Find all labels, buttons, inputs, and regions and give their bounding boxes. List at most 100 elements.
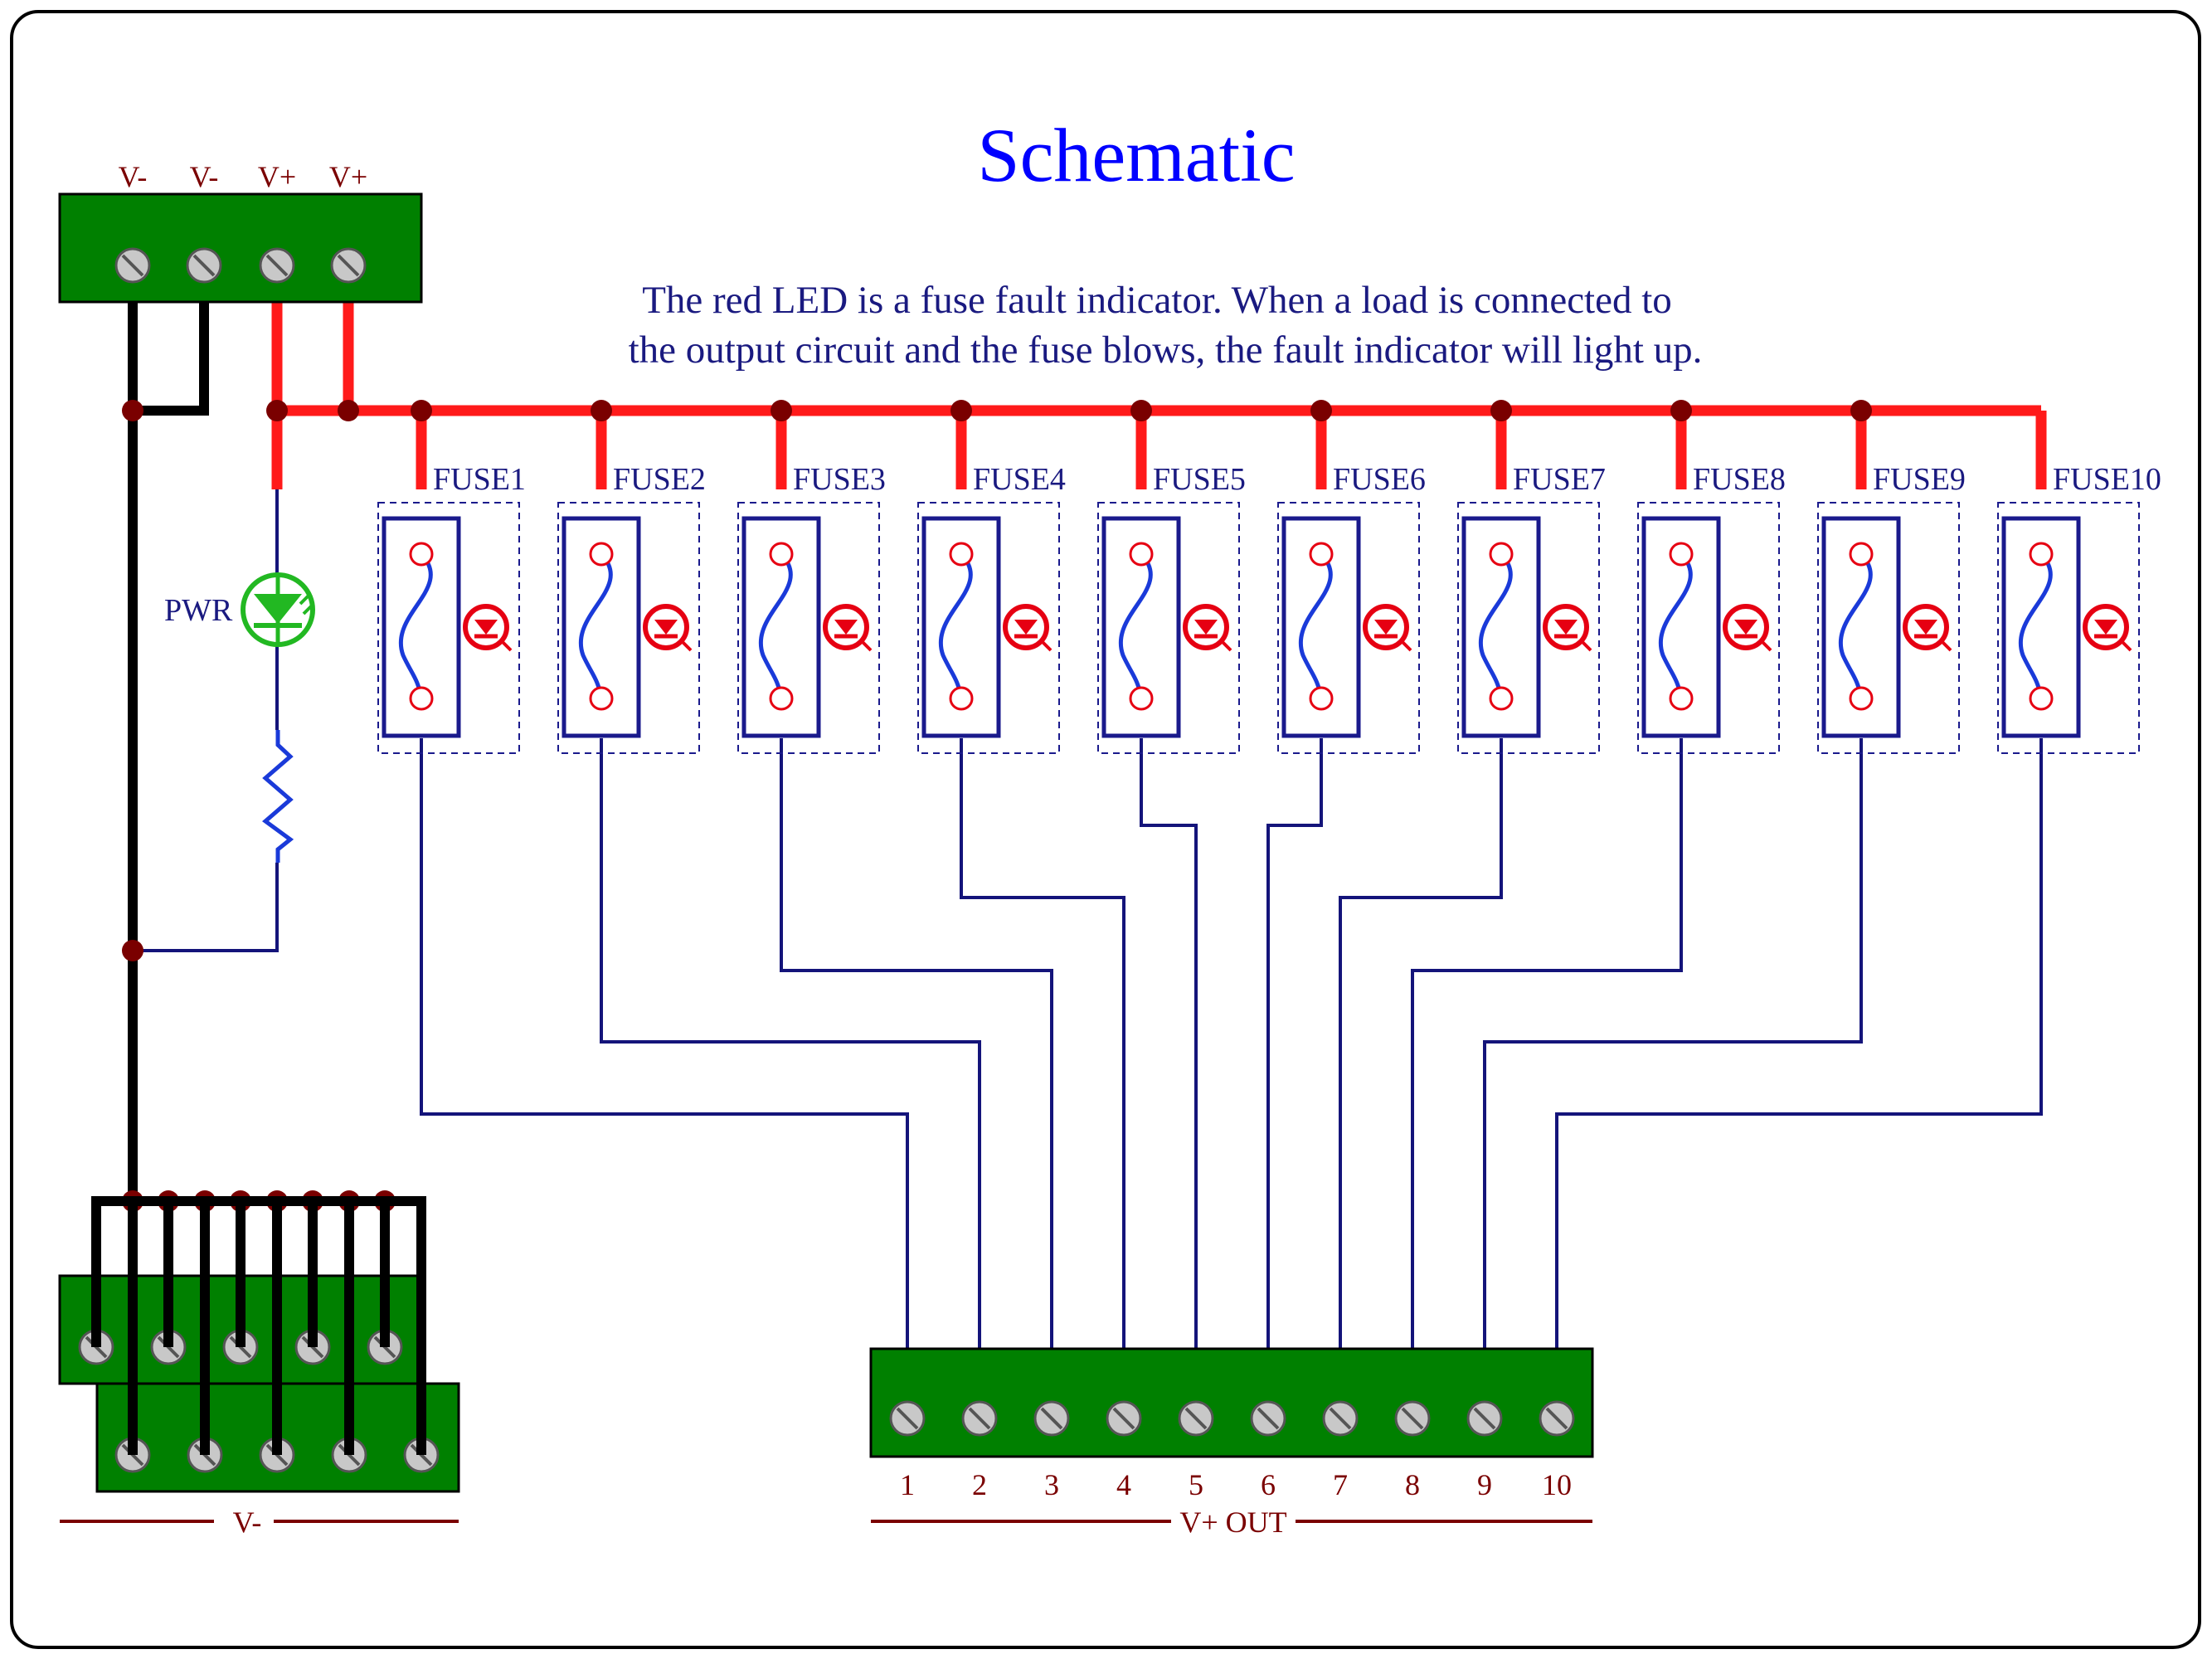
fault-led-triangle <box>2094 620 2117 635</box>
fuse-contact-bottom <box>2029 686 2054 711</box>
fault-led-triangle <box>1374 620 1398 635</box>
fuse-contact-bottom <box>1849 686 1874 711</box>
screw-slot <box>337 254 360 277</box>
fault-led-ray <box>861 640 873 652</box>
fault-led-ray <box>1401 640 1412 652</box>
junction-dot <box>1670 400 1692 421</box>
output-terminal-number: 10 <box>1542 1468 1572 1501</box>
output-wire <box>600 738 981 1349</box>
screw-slot <box>1112 1407 1135 1430</box>
junction-dot <box>122 940 143 961</box>
fault-led-icon <box>823 604 873 652</box>
pwr-wire-return <box>133 863 279 952</box>
fault-led-icon <box>1363 604 1412 652</box>
fuse-label: FUSE7 <box>1513 462 1606 497</box>
input-terminal-label: V- <box>190 160 219 193</box>
power-led-icon <box>241 572 315 647</box>
negative-wires <box>128 282 209 1201</box>
fault-led-icon <box>1003 604 1053 652</box>
fuse-element <box>1479 552 1513 699</box>
fuse-7: FUSE7 <box>1457 462 1606 754</box>
screw-slot <box>1401 1407 1424 1430</box>
output-screw <box>1033 1400 1070 1437</box>
fuse-contact-top <box>589 542 614 567</box>
junction-dot <box>1850 400 1872 421</box>
fault-led-triangle <box>1914 620 1937 635</box>
fuse-contact-top <box>949 542 974 567</box>
fuse-contact-bottom <box>589 686 614 711</box>
fuse-label: FUSE8 <box>1693 462 1786 497</box>
fuse-label: FUSE1 <box>433 462 526 497</box>
fault-led-triangle <box>834 620 858 635</box>
output-screw <box>1394 1400 1431 1437</box>
input-terminal-block: V-V-V+V+ <box>58 160 423 304</box>
fault-led-icon <box>2083 604 2132 652</box>
output-terminal-number: 8 <box>1405 1468 1420 1501</box>
output-terminal-number: 3 <box>1044 1468 1059 1501</box>
output-terminal-number: 4 <box>1116 1468 1131 1501</box>
output-screw <box>1466 1400 1503 1437</box>
fuse-6: FUSE6 <box>1277 462 1426 754</box>
input-terminal-label: V- <box>119 160 148 193</box>
output-terminal-number: 1 <box>900 1468 915 1501</box>
input-screw <box>259 247 295 284</box>
junction-dot <box>122 400 143 421</box>
output-wire <box>1411 738 1683 1349</box>
output-screw <box>889 1400 926 1437</box>
output-terminal-number: 9 <box>1477 1468 1492 1501</box>
fault-led-ray <box>1761 640 1772 652</box>
fuse-3: FUSE3 <box>737 462 886 754</box>
fuse-element <box>1119 552 1153 699</box>
signal-wires <box>133 489 2043 1349</box>
output-screw <box>1106 1400 1142 1437</box>
fuse-element <box>399 552 433 699</box>
fault-led-icon <box>1903 604 1952 652</box>
screw-slot <box>1040 1407 1063 1430</box>
fuse-contact-top <box>1129 542 1154 567</box>
fuse-10: FUSE10 <box>1997 462 2161 754</box>
fault-led-icon <box>643 604 693 652</box>
fuse-element <box>579 552 613 699</box>
resistor-icon <box>261 730 294 863</box>
fuse-dashed-group <box>1637 502 1780 754</box>
fuse-contact-top <box>1309 542 1334 567</box>
fuse-contact-bottom <box>769 686 794 711</box>
negative-group-label: V- <box>233 1506 262 1539</box>
output-screw <box>1250 1400 1286 1437</box>
junction-dot <box>771 400 792 421</box>
fuse-label: FUSE2 <box>613 462 706 497</box>
fault-led-triangle <box>654 620 678 635</box>
fault-led-triangle <box>1014 620 1038 635</box>
fuse-dashed-group <box>917 502 1060 754</box>
junction-dot <box>1310 400 1332 421</box>
fuse-4: FUSE4 <box>917 462 1066 754</box>
fuse-9: FUSE9 <box>1817 462 1966 754</box>
fuse-element <box>1299 552 1333 699</box>
output-screw <box>1322 1400 1359 1437</box>
junction-dot <box>950 400 972 421</box>
fuse-contact-bottom <box>409 686 434 711</box>
fuse-label: FUSE3 <box>793 462 886 497</box>
fuse-contact-bottom <box>1489 686 1514 711</box>
fault-led-ray <box>1581 640 1592 652</box>
junction-dot <box>591 400 612 421</box>
fuse-label: FUSE9 <box>1873 462 1966 497</box>
junction-dot <box>411 400 432 421</box>
fuse-1: FUSE1 <box>377 462 526 754</box>
output-terminal-number: 7 <box>1333 1468 1348 1501</box>
output-wire <box>1339 738 1503 1349</box>
output-screw <box>961 1400 998 1437</box>
fuse-8: FUSE8 <box>1637 462 1786 754</box>
fault-led-triangle <box>1554 620 1578 635</box>
fuse-contact-bottom <box>1309 686 1334 711</box>
fuse-dashed-group <box>737 502 880 754</box>
output-wire <box>1140 738 1198 1349</box>
fuse-label: FUSE6 <box>1333 462 1426 497</box>
screw-slot <box>121 254 144 277</box>
fuse-element <box>1839 552 1873 699</box>
fault-led-triangle <box>1194 620 1218 635</box>
junction-dot <box>1490 400 1512 421</box>
screw-slot <box>968 1407 991 1430</box>
